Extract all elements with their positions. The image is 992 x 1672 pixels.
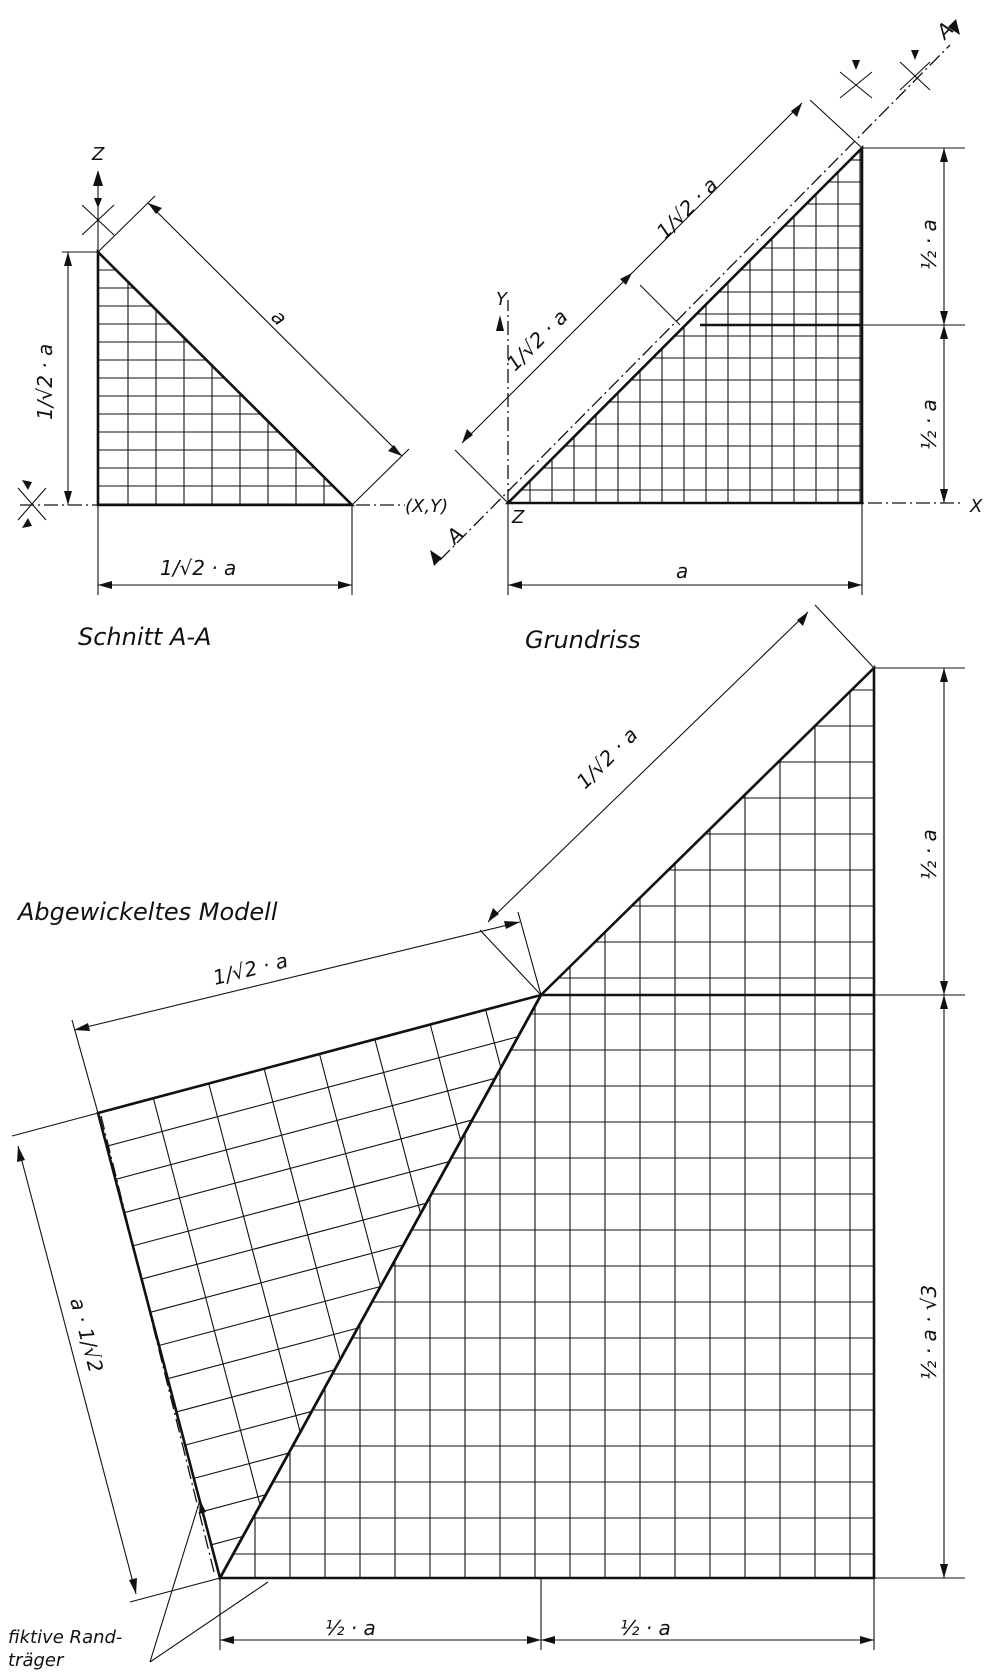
edge-beam-arrow (199, 1500, 206, 1514)
y-arrow (496, 315, 504, 331)
developed-grid-line (193, 1452, 289, 1479)
z-origin-label: Z (511, 507, 525, 528)
developed-grid-line (318, 1053, 382, 1287)
z-axis-label: Z (91, 144, 105, 165)
support-cross-left (17, 480, 47, 528)
developed-grid-line (185, 1410, 312, 1446)
section-cut-line (439, 44, 951, 561)
cut-mark-bottom: A (440, 522, 468, 550)
developed-grid-line (167, 1327, 358, 1380)
section-width-dimension: 1/√2 · a (97, 505, 353, 595)
developed-grid-line (124, 1119, 473, 1214)
plan-diag-lower-label: 1/√2 · a (502, 305, 573, 376)
developed-grid-line (141, 1202, 427, 1280)
cut-arrow-bottom (430, 550, 442, 566)
developed-grid-left (106, 1009, 519, 1546)
x-axis-label: X (969, 496, 983, 517)
plan-title: Grundriss (525, 626, 641, 654)
cut-arrow-top (948, 19, 960, 35)
developed-grid-line (263, 1068, 341, 1360)
dev-bottom-dimensions: ½ · a ½ · a (219, 1578, 875, 1650)
dev-bottom-left-label: ½ · a (325, 1616, 376, 1640)
developed-grid-line (106, 1036, 519, 1147)
dev-bottom-right-label: ½ · a (620, 1616, 671, 1640)
edge-beam-label: fiktive Rand- (8, 1627, 122, 1648)
section-width-label: 1/√2 · a (160, 556, 236, 580)
dev-lower-height-label: ½ · a · √3 (917, 1285, 941, 1380)
plan-lower-height-label: ½ · a (917, 399, 941, 450)
developed-grid-line (115, 1077, 496, 1180)
developed-grid-line (176, 1369, 335, 1413)
plan-diagonal-dimension: 1/√2 · a 1/√2 · a (454, 99, 863, 504)
section-grid (98, 269, 350, 505)
xy-label: (X,Y) (405, 496, 448, 517)
section-height-label: 1/√2 · a (33, 344, 57, 420)
plan-height-dimension: ½ · a ½ · a (862, 147, 965, 503)
plan-diag-upper-label: 1/√2 · a (652, 173, 723, 244)
section-height-dimension: 1/√2 · a (33, 251, 98, 505)
developed-grid-line (202, 1494, 266, 1513)
dev-left-side-label: a · 1/√2 (65, 1295, 108, 1375)
developed-title: Abgewickeltes Modell (16, 898, 278, 926)
developed-right-outline (217, 664, 876, 1580)
edge-beam-label-2: träger (8, 1650, 65, 1671)
y-axis-label: Y (496, 289, 509, 310)
dev-left-top-label: 1/√2 · a (210, 948, 290, 990)
developed-grid-line (211, 1535, 244, 1546)
developed-grid-line (429, 1024, 462, 1141)
plan-width-dimension: a (507, 503, 863, 595)
support-cross-top (81, 198, 115, 236)
developed-grid-right (233, 689, 874, 1578)
plan-upper-height-label: ½ · a (917, 219, 941, 270)
developed-grid-line (485, 1009, 502, 1069)
developed-grid-line (152, 1098, 261, 1506)
plan-support-cross (839, 50, 931, 99)
developed-grid-line (132, 1161, 450, 1247)
developed-grid-line (208, 1083, 301, 1433)
edge-beam-leader-1 (149, 1499, 201, 1663)
edge-beam-leader-2 (149, 1581, 269, 1663)
z-arrow (93, 170, 103, 186)
plan-grid (521, 151, 862, 503)
developed-grid-line (374, 1039, 422, 1214)
edge-beam-line (100, 1115, 215, 1573)
section-view: Z 1/√2 · a 1/√2 · a (17, 144, 448, 651)
developed-grid-line (150, 1244, 404, 1313)
developed-left-outline (96, 992, 544, 1582)
developed-view: 1/√2 · a 1/√2 · a a · 1/√2 (8, 604, 965, 1671)
section-hypotenuse-label: a (266, 305, 292, 331)
plan-width-label: a (676, 559, 688, 583)
section-hypotenuse-dimension: a (97, 195, 410, 506)
dev-right-dimensions: ½ · a ½ · a · √3 (874, 667, 965, 1579)
plan-view: X Y Z A A 1/√2 · a 1/√2 · (430, 17, 983, 654)
section-title: Schnitt A-A (78, 623, 211, 651)
dev-upper-height-label: ½ · a (917, 829, 941, 880)
